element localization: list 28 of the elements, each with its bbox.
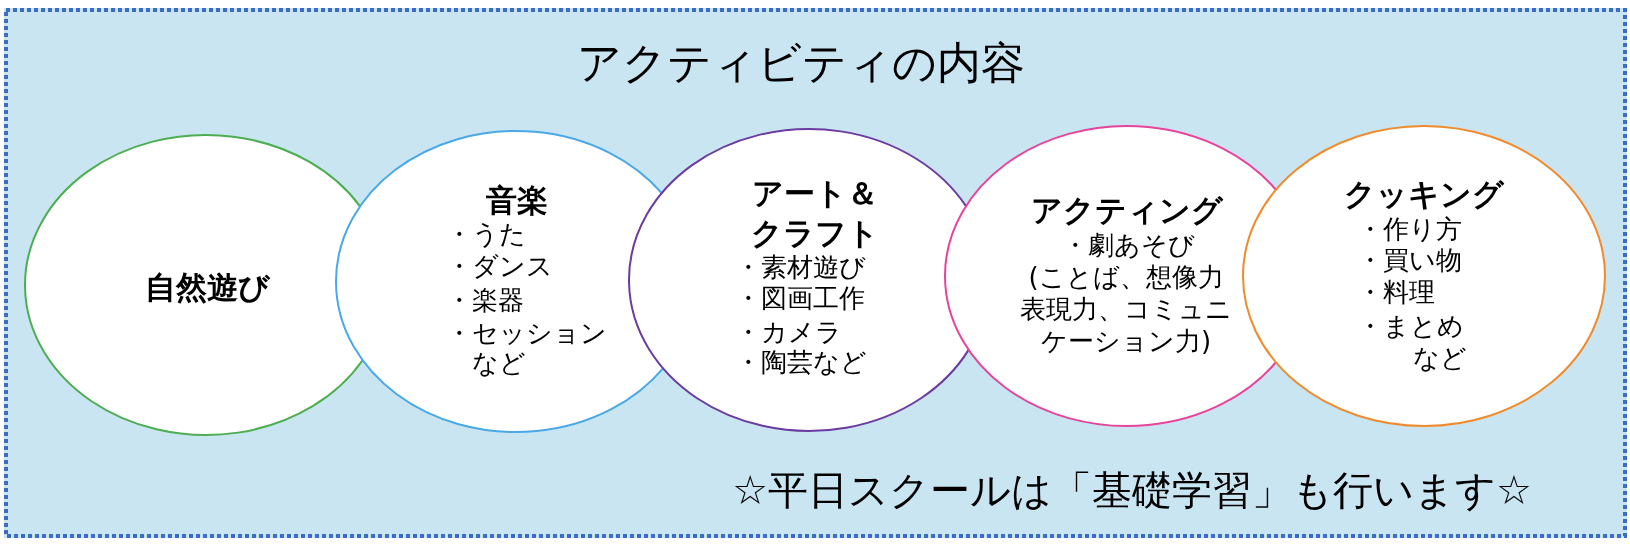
list-item: ・料理 [1357,276,1435,308]
list-item: ・まとめ [1357,310,1464,342]
list-item: ・楽器 [446,284,524,316]
activity-heading: 音楽 [486,181,548,220]
list-item: ・ダンス [446,250,553,282]
list-item: ・セッション [446,317,607,349]
activity-ellipse [24,134,364,436]
activity-heading: アート＆クラフト [750,174,880,253]
activity-ellipse [628,128,970,432]
list-item: ・買い物 [1357,244,1462,276]
activity-ellipse [944,125,1277,427]
list-item: ・素材遊び [735,251,866,283]
list-note: など [472,347,526,379]
footer-note: ☆平日スクールは「基礎学習」も行います☆ [732,466,1532,514]
activity-heading: アクティング [1031,191,1223,230]
list-item: ・陶芸など [735,346,867,378]
activity-heading: クッキング [1344,175,1504,214]
list-note: など [1413,342,1467,374]
activity-heading: 自然遊び [144,268,270,307]
list-item: ・うた [446,218,526,250]
activity-ellipse [335,130,664,433]
list-item: ・作り方 [1357,213,1462,245]
list-item: ・劇あそび [1061,229,1195,261]
diagram-title: アクティビティの内容 [577,36,1025,90]
activity-ellipse [1242,125,1606,427]
list-item: ・図画工作 [735,282,865,314]
detail-note: (ことば、想像力表現力、コミュニケーション力) [1019,261,1233,357]
list-item: ・カメラ [735,316,842,348]
